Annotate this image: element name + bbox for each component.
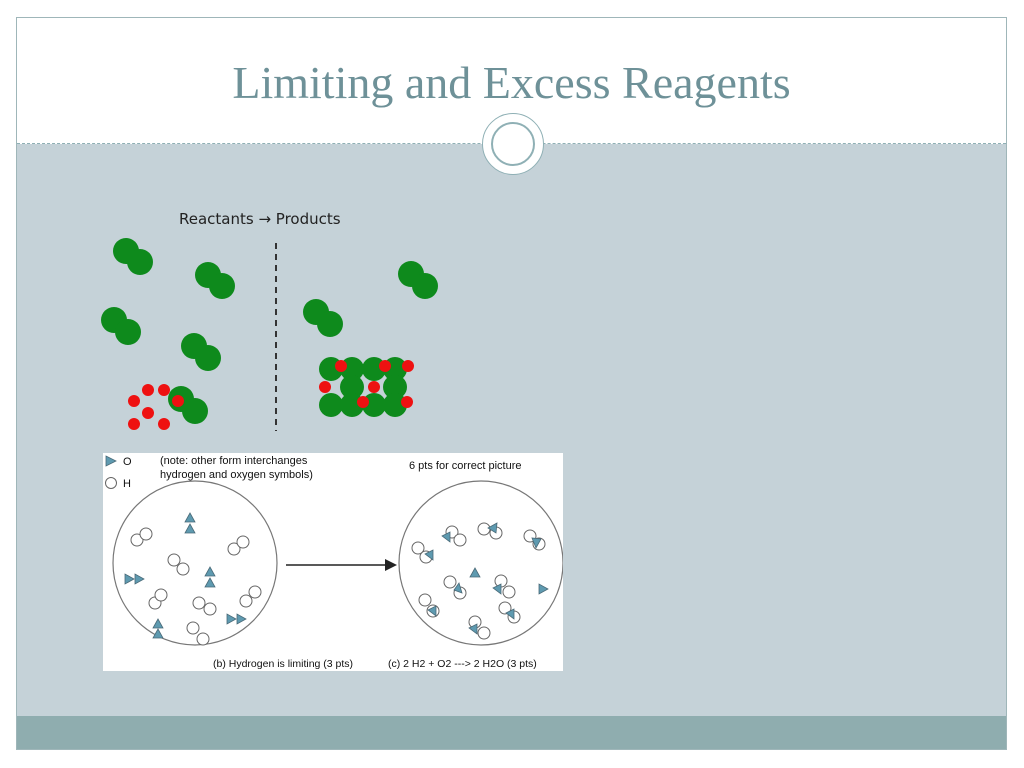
points-label: 6 pts for correct picture (409, 460, 522, 472)
red-atom-cluster (128, 384, 184, 430)
reactant-particles (130, 527, 262, 646)
green-molecule (181, 333, 221, 371)
title-ornament-ring (491, 122, 535, 166)
note-line-2: hydrogen and oxygen symbols) (160, 469, 313, 481)
footer-bar (17, 716, 1006, 749)
product-particles (411, 522, 546, 640)
title-ornament-icon (482, 113, 544, 175)
svg-text:O: O (123, 456, 132, 468)
green-molecule (113, 238, 153, 275)
product-container (398, 480, 563, 646)
green-molecule (303, 299, 343, 337)
legend: O H (105, 455, 132, 490)
product-oxygen (424, 522, 549, 635)
green-molecule (101, 307, 141, 345)
green-molecule (195, 262, 235, 299)
caption-c: (c) 2 H2 + O2 ---> 2 H2O (3 pts) (388, 658, 537, 670)
svg-text:H: H (123, 478, 131, 490)
worksheet-figure: O H (note: other form interchanges hydro… (103, 453, 563, 671)
diagram-heading: Reactants → Products (179, 210, 341, 228)
hydrogen-circle-icon (105, 477, 117, 489)
slide: Limiting and Excess Reagents Reactants →… (16, 17, 1007, 750)
product-side (303, 261, 438, 417)
reaction-arrow-head (385, 559, 397, 571)
reactant-side (101, 238, 235, 430)
slide-title: Limiting and Excess Reagents (232, 57, 791, 108)
reactant-oxygen (124, 512, 247, 639)
oxygen-triangle-icon (105, 455, 117, 467)
water-molecule-grid (319, 357, 414, 417)
note-line-1: (note: other form interchanges (160, 455, 308, 467)
green-molecule (398, 261, 438, 299)
caption-b: (b) Hydrogen is limiting (3 pts) (213, 658, 353, 670)
molecule-diagram: Reactants → Products (101, 210, 438, 431)
reactant-container (112, 480, 278, 646)
